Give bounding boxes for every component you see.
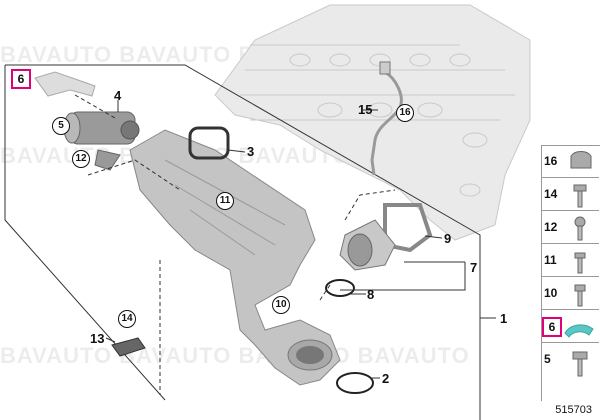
side-item-6[interactable]: 6 <box>541 313 599 343</box>
callout-1[interactable]: 1 <box>500 311 508 326</box>
callout-5[interactable]: 5 <box>52 117 70 135</box>
callout-14[interactable]: 14 <box>118 310 136 328</box>
side-item-14[interactable]: 14 <box>541 181 599 211</box>
side-item-label: 12 <box>544 220 558 234</box>
actuator <box>63 111 140 145</box>
side-item-label: 14 <box>544 187 558 201</box>
o-ring-2 <box>336 372 374 394</box>
callout-12[interactable]: 12 <box>72 150 90 168</box>
callout-13[interactable]: 13 <box>90 331 105 346</box>
watermark-bottom: BAVAUTO BAVAUTO BAVAUTO BAVAUTO <box>0 343 470 368</box>
diagram-code: 515703 <box>555 404 592 416</box>
side-item-11[interactable]: 11 <box>541 247 599 277</box>
screw-icon <box>574 284 586 307</box>
bracket <box>94 149 121 171</box>
side-item-10[interactable]: 10 <box>541 280 599 310</box>
side-item-label: 10 <box>544 286 558 300</box>
sensor-13 <box>111 337 146 357</box>
stud-icon <box>574 252 586 274</box>
callout-16[interactable]: 16 <box>396 104 414 122</box>
callout-2[interactable]: 2 <box>382 371 390 386</box>
side-item-6-highlight: 6 <box>542 317 562 337</box>
side-item-5[interactable]: 5 <box>541 346 599 377</box>
gasket-3 <box>188 126 230 160</box>
intake-manifold <box>129 129 341 386</box>
throttle-housing <box>339 203 433 271</box>
torx-bolt-icon <box>572 351 588 377</box>
side-item-label: 11 <box>544 253 557 267</box>
cylinder-head <box>214 4 531 241</box>
callout-7[interactable]: 7 <box>470 260 478 275</box>
clamp-icon <box>570 151 592 169</box>
callout-6-highlight[interactable]: 6 <box>11 69 31 89</box>
clip-icon <box>564 324 594 338</box>
side-panel <box>541 145 600 401</box>
callout-11[interactable]: 11 <box>216 192 234 210</box>
callout-9[interactable]: 9 <box>444 231 452 246</box>
callout-4[interactable]: 4 <box>114 88 122 103</box>
callout-8[interactable]: 8 <box>367 287 375 302</box>
side-item-label: 5 <box>544 352 551 366</box>
ball-stud-icon <box>574 216 586 241</box>
clip-top <box>34 71 96 97</box>
side-item-16[interactable]: 16 <box>541 148 599 178</box>
o-ring-8 <box>325 279 355 297</box>
side-item-label: 16 <box>544 154 558 168</box>
bolt-icon <box>573 184 587 208</box>
callout-3[interactable]: 3 <box>247 144 255 159</box>
callout-15[interactable]: 15 <box>358 102 373 117</box>
callout-10[interactable]: 10 <box>272 296 290 314</box>
side-item-12[interactable]: 12 <box>541 214 599 244</box>
